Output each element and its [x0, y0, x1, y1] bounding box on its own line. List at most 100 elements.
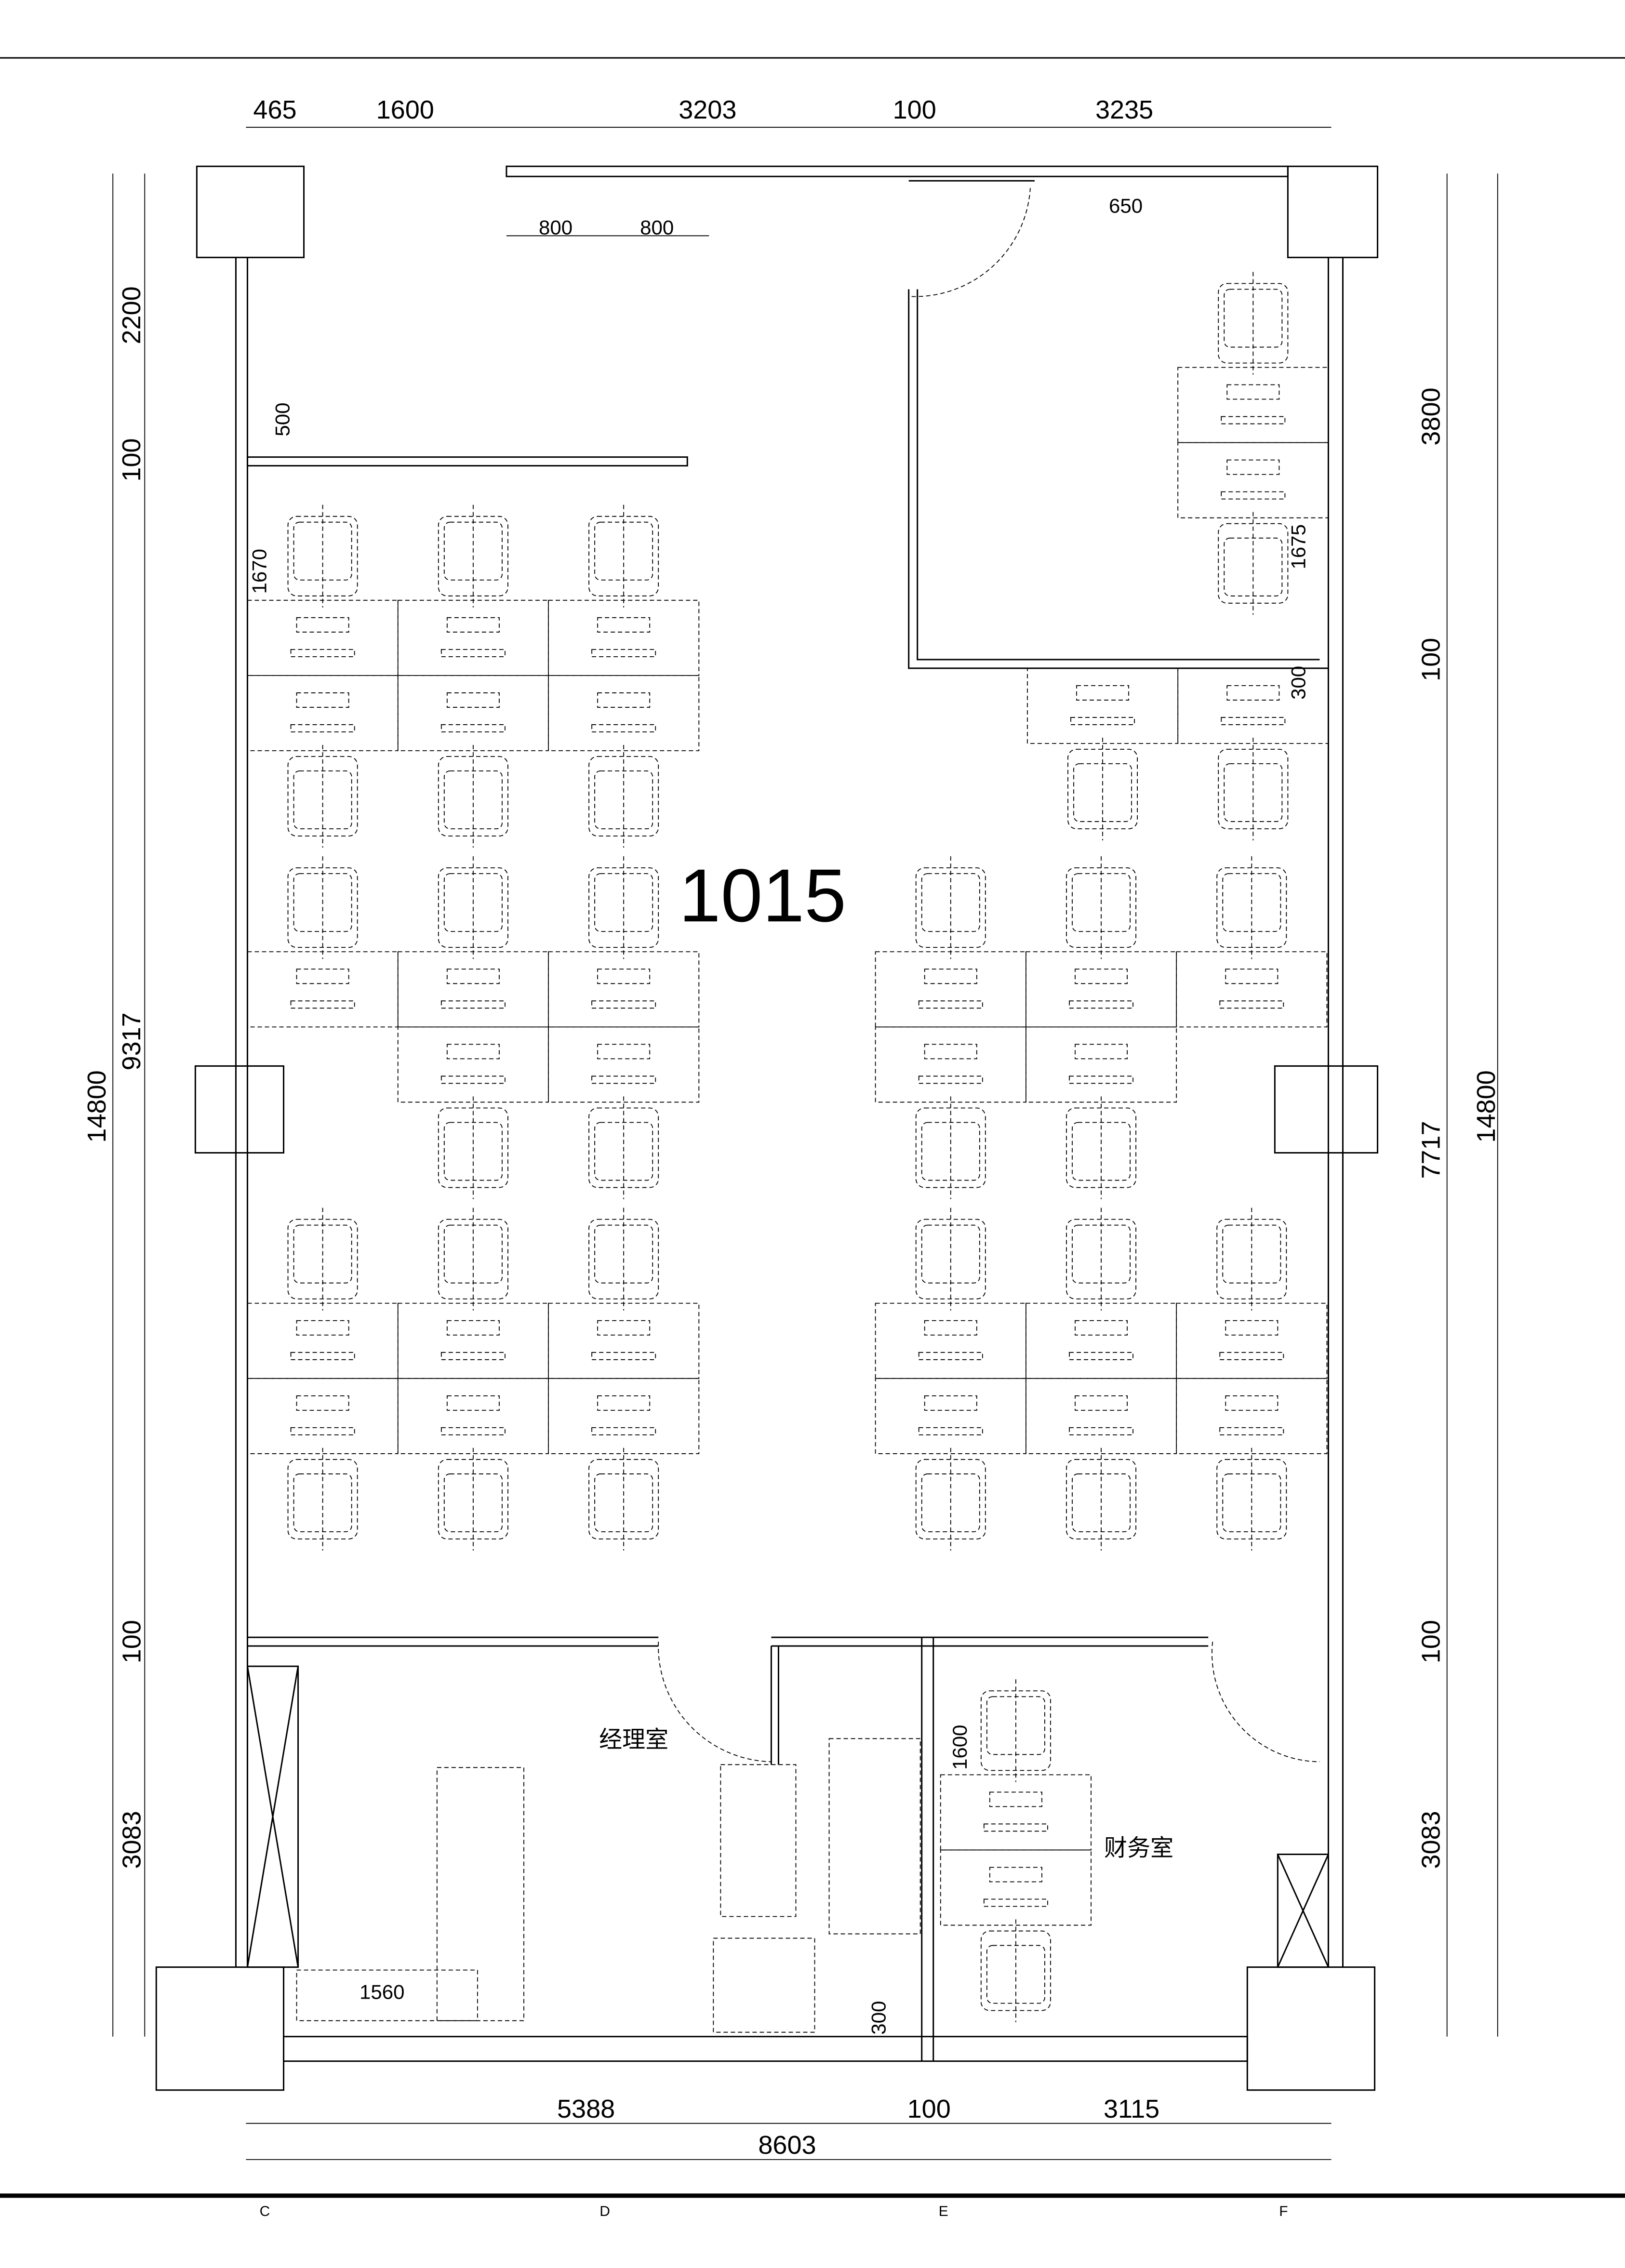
dimension-label: 100 — [1417, 638, 1446, 681]
chair — [438, 1207, 508, 1311]
column-top-left — [196, 165, 305, 258]
chair — [438, 504, 508, 608]
dimension-label: 14800 — [1472, 1070, 1501, 1142]
dimension-label: 3083 — [117, 1811, 146, 1869]
chair — [1218, 272, 1289, 375]
dimension-label: 9317 — [117, 1012, 146, 1070]
chair — [1216, 856, 1287, 959]
desk — [247, 675, 399, 751]
chair — [588, 856, 659, 959]
dimension-label: D — [599, 2203, 610, 2219]
chair — [1218, 737, 1289, 841]
chair — [438, 744, 508, 848]
chair — [980, 1919, 1051, 2022]
dimension-label: 1670 — [248, 549, 270, 594]
cabinet — [828, 1738, 921, 1935]
walls — [0, 57, 1625, 2198]
desk — [940, 1849, 1092, 1926]
chair — [1066, 1207, 1136, 1311]
chair — [287, 856, 358, 959]
dimension-label: 500 — [271, 403, 294, 437]
desk — [548, 951, 700, 1028]
chair — [915, 1447, 986, 1551]
desk — [1177, 667, 1329, 744]
chair — [588, 744, 659, 848]
workstations — [247, 272, 1329, 2022]
chair — [1216, 1447, 1287, 1551]
manager-cabinet — [296, 1969, 478, 2021]
dimension-label: 100 — [907, 2095, 951, 2123]
chair — [1067, 737, 1138, 841]
column-bottom-left — [155, 1966, 285, 2091]
chair — [1218, 512, 1289, 615]
desk — [875, 951, 1026, 1028]
desk — [1176, 1302, 1328, 1379]
chair — [915, 856, 986, 959]
desk — [548, 675, 700, 751]
desk — [1177, 442, 1329, 518]
dimension-label: 100 — [1417, 1620, 1446, 1663]
desk — [1176, 951, 1328, 1028]
chair — [287, 1207, 358, 1311]
desk — [397, 1026, 549, 1103]
dimension-label: 650 — [1109, 194, 1143, 217]
desk — [1025, 1378, 1177, 1454]
dimension-label: 1560 — [360, 1981, 404, 2003]
dimension-label: 300 — [867, 2001, 890, 2035]
cabinet — [720, 1764, 797, 1917]
desk — [397, 951, 549, 1028]
chair — [1066, 1447, 1136, 1551]
chair — [588, 1207, 659, 1311]
desk — [1177, 367, 1329, 443]
dimension-label: 300 — [1287, 666, 1309, 700]
dimension-label: 3083 — [1417, 1811, 1446, 1869]
desk — [247, 951, 399, 1028]
desk — [875, 1026, 1026, 1103]
column-mid-right — [1274, 1065, 1379, 1154]
desk — [940, 1774, 1092, 1851]
chair — [980, 1679, 1051, 1782]
desk — [247, 1378, 399, 1454]
dimension-label: 3235 — [1095, 95, 1153, 124]
dimension-label: 7717 — [1417, 1121, 1446, 1179]
chair — [588, 504, 659, 608]
desk — [875, 1378, 1026, 1454]
desk — [397, 599, 549, 676]
desk — [1025, 1302, 1177, 1379]
dimension-label: 1675 — [1287, 524, 1309, 569]
desk — [548, 599, 700, 676]
room-label-finance: 财务室 — [1104, 1835, 1173, 1861]
chair — [588, 1447, 659, 1551]
chair — [588, 1096, 659, 1199]
column-bottom-right — [1246, 1966, 1376, 2091]
chair — [915, 1207, 986, 1311]
dimension-label: 1600 — [948, 1725, 971, 1770]
chair — [1216, 1207, 1287, 1311]
desk — [548, 1026, 700, 1103]
dimension-label: C — [260, 2203, 270, 2219]
dimension-label: 14800 — [82, 1070, 111, 1142]
dimension-lines — [112, 127, 1498, 2160]
desk — [1026, 667, 1179, 744]
dimension-label: 100 — [893, 95, 936, 124]
desk — [397, 1378, 549, 1454]
dimension-label: 5388 — [557, 2095, 615, 2123]
desk — [1025, 951, 1177, 1028]
chair — [287, 744, 358, 848]
desk — [1025, 1026, 1177, 1103]
dimension-label: 3203 — [679, 95, 736, 124]
chair — [438, 1096, 508, 1199]
dimension-label: F — [1279, 2203, 1288, 2219]
column-mid-left — [194, 1065, 285, 1154]
desk — [397, 675, 549, 751]
desk — [1176, 1378, 1328, 1454]
dimension-label: 3800 — [1417, 387, 1446, 445]
desk — [875, 1302, 1026, 1379]
chair — [438, 856, 508, 959]
dimension-label: 465 — [253, 95, 296, 124]
desk — [247, 1302, 399, 1379]
chair — [287, 504, 358, 608]
room-number: 1015 — [679, 854, 846, 938]
